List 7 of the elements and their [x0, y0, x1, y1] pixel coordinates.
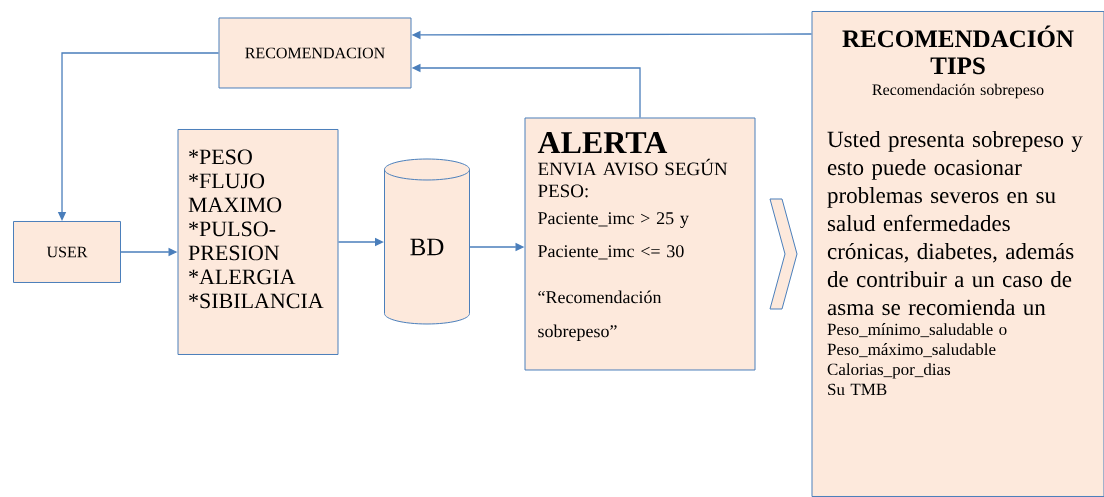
process-box: USER: [13, 221, 121, 283]
alert-box: ALERTA ENVIA AVISO SEGÚN PESO: Paciente_imc > 25 y Paciente_imc <= 30 “Recomendación sobrepeso”: [524, 117, 756, 371]
process-box: RECOMENDACION: [218, 17, 412, 89]
recommendation-box: RECOMENDACIÓN TIPS Recomendación sobrepeso Usted presenta sobrepeso y esto puede ocasionar problemas severos en su salud enfermedades crónicas, diabetes, además de contribuir a un caso de asma se recomienda un Peso_mínimo_saludable o Peso_máximo_saludable Calorias_por_dias Su TMB: [811, 11, 1104, 497]
chevron-arrow: [769, 198, 798, 310]
list-box: *PESO *FLUJO MAXIMO *PULSO-PRESION *ALERGIA *SIBILANCIA: [177, 129, 339, 355]
database-cylinder: BD: [384, 158, 470, 325]
